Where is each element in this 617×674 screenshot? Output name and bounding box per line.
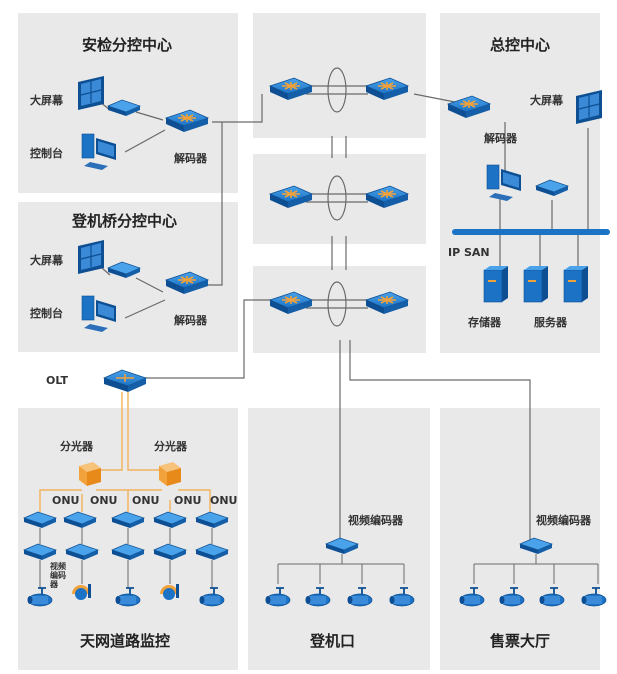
ticket-encoder: [519, 537, 553, 555]
boarding-camera-3: [346, 587, 373, 607]
onu-1-label: ONU: [52, 494, 80, 507]
panel-core-switches: [253, 13, 426, 138]
security-center-title: 安检分控中心: [82, 36, 173, 54]
ticket-encoder-label: 视频编码器: [536, 514, 591, 527]
bridge-console-pc: [81, 295, 117, 333]
access-switch-left: [269, 291, 313, 315]
onu-2-label: ONU: [90, 494, 118, 507]
master-screen-label: 大屏幕: [530, 94, 563, 107]
access-switch-right: [365, 291, 409, 315]
olt-label: OLT: [46, 374, 69, 387]
security-console-label: 控制台: [30, 147, 63, 160]
agg-switch-right: [365, 185, 409, 209]
storage-tower: [483, 265, 509, 303]
onu-2: [63, 511, 97, 529]
skynet-camera-3: [198, 587, 225, 607]
boarding-encoder: [325, 537, 359, 555]
boarding-title: 登机口: [310, 632, 356, 650]
master-decoder-label: 解码器: [484, 132, 517, 145]
onu-5: [195, 511, 229, 529]
security-decoder: [165, 109, 209, 133]
security-screen-label: 大屏幕: [30, 94, 63, 107]
skynet-title: 天网道路监控: [80, 632, 171, 650]
boarding-camera-1: [264, 587, 291, 607]
splitter-2-label: 分光器: [154, 440, 187, 453]
panel-ticket-hall: [440, 408, 600, 670]
encoder-3: [111, 543, 145, 561]
bridge-decoder: [165, 271, 209, 295]
encoder-1: [23, 543, 57, 561]
boarding-encoder-label: 视频编码器: [348, 514, 403, 527]
storage-label: 存储器: [468, 316, 501, 329]
bridge-decoder-label: 解码器: [174, 314, 207, 327]
agg-switch-left: [269, 185, 313, 209]
encoder-2: [65, 543, 99, 561]
encoder-4: [153, 543, 187, 561]
olt-device: [102, 369, 148, 392]
server-tower-2: [563, 265, 589, 303]
core-switch-right: [365, 77, 409, 101]
ticket-hall-title: 售票大厅: [490, 632, 551, 650]
bridge-console-label: 控制台: [30, 307, 63, 320]
boarding-camera-2: [304, 587, 331, 607]
skynet-dome-2: [160, 584, 179, 600]
security-screen-monitor: [77, 75, 105, 111]
encoder-5: [195, 543, 229, 561]
splitter-2: [159, 462, 181, 486]
security-decoder-label: 解码器: [174, 152, 207, 165]
master-decoder: [447, 95, 491, 119]
security-switch-box: [107, 99, 141, 117]
splitter-1-label: 分光器: [60, 440, 93, 453]
master-pc: [486, 164, 522, 202]
server-label: 服务器: [534, 316, 567, 329]
ticket-camera-1: [458, 587, 485, 607]
onu-4: [153, 511, 187, 529]
boarding-camera-4: [388, 587, 415, 607]
skynet-dome-1: [72, 584, 91, 600]
onu-1: [23, 511, 57, 529]
bridge-center-title: 登机桥分控中心: [72, 212, 178, 230]
core-switch-left: [269, 77, 313, 101]
onu-3-label: ONU: [132, 494, 160, 507]
onu-5-label: ONU: [210, 494, 238, 507]
ipsan-label: IP SAN: [448, 246, 490, 259]
bridge-screen-monitor: [77, 239, 105, 275]
skynet-encoder-label: 视频编码器: [50, 562, 66, 589]
ticket-camera-4: [580, 587, 607, 607]
ticket-camera-2: [498, 587, 525, 607]
onu-4-label: ONU: [174, 494, 202, 507]
master-center-title: 总控中心: [490, 36, 551, 54]
master-screen-monitor: [575, 89, 603, 125]
ticket-camera-3: [538, 587, 565, 607]
bridge-switch-box: [107, 261, 141, 279]
bridge-screen-label: 大屏幕: [30, 254, 63, 267]
skynet-camera-1: [26, 587, 53, 607]
splitter-1: [79, 462, 101, 486]
server-tower-1: [523, 265, 549, 303]
security-console-pc: [81, 133, 117, 171]
master-switch-box: [535, 179, 569, 197]
onu-3: [111, 511, 145, 529]
skynet-camera-2: [114, 587, 141, 607]
